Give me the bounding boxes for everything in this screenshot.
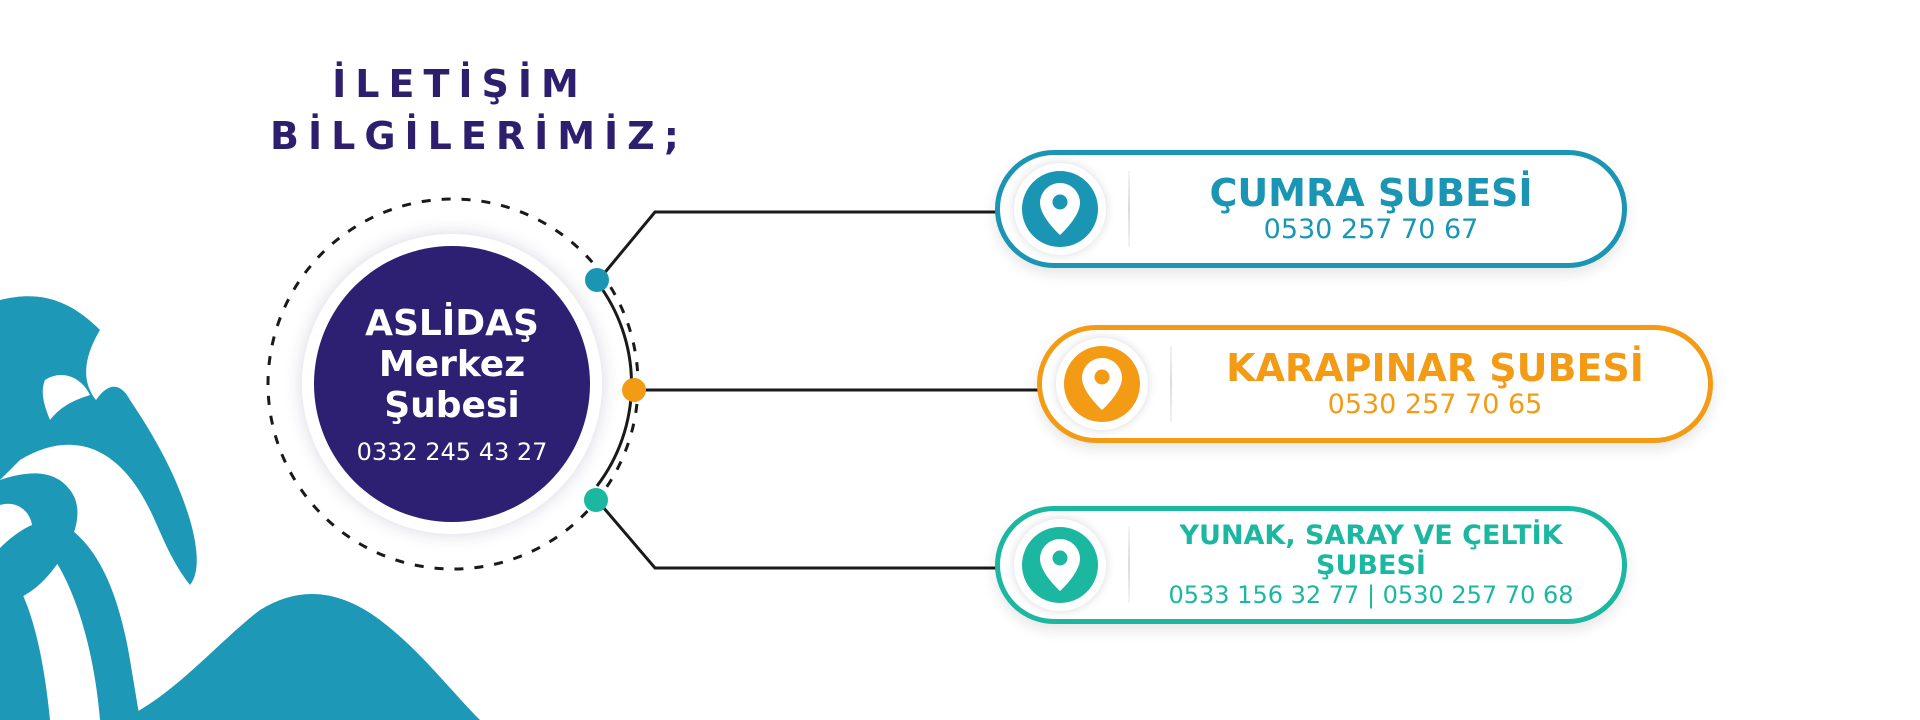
pin-circle [1064,346,1140,422]
pin-badge [1014,519,1106,611]
dot-karapinar [622,378,646,402]
branch-title: KARAPINAR ŞUBESİ [1226,346,1644,390]
main-branch-badge: ASLİDAŞ Merkez Şubesi 0332 245 43 27 [302,234,602,534]
branch-card-yunak: YUNAK, SARAY VE ÇELTİK ŞUBESİ 0533 156 3… [995,506,1627,624]
branch-card-cumra: ÇUMRA ŞUBESİ 0530 257 70 67 [995,150,1627,268]
branch-title: ÇUMRA ŞUBESİ [1209,171,1533,215]
branch-title: YUNAK, SARAY VE ÇELTİK ŞUBESİ [1179,520,1563,581]
main-branch-name-line-3: Şubesi [384,384,520,426]
main-branch-phone: 0332 245 43 27 [356,437,548,466]
connector-yunak [595,499,1000,570]
main-branch-name-line-1: ASLİDAŞ [365,302,539,344]
branch-phone: 0530 257 70 67 [1263,214,1479,245]
branch-text: KARAPINAR ŞUBESİ 0530 257 70 65 [1182,330,1688,438]
section-heading: İLETİŞİM BİLGİLERİMİZ; [270,58,688,162]
location-pin-icon [1040,539,1080,591]
pin-badge [1056,338,1148,430]
heading-line-2: BİLGİLERİMİZ; [270,114,688,158]
branch-text: ÇUMRA ŞUBESİ 0530 257 70 67 [1140,155,1602,263]
pin-circle [1022,171,1098,247]
pin-circle [1022,527,1098,603]
branch-phone: 0533 156 32 77 | 0530 257 70 68 [1168,581,1574,609]
heading-line-1: İLETİŞİM [332,62,588,106]
branch-card-karapinar: KARAPINAR ŞUBESİ 0530 257 70 65 [1037,325,1713,443]
card-divider [1128,171,1130,247]
dot-yunak [584,488,608,512]
branch-text: YUNAK, SARAY VE ÇELTİK ŞUBESİ 0533 156 3… [1140,511,1602,619]
card-divider [1128,527,1130,603]
location-pin-icon [1040,183,1080,235]
connector-cumra [595,210,1000,283]
location-pin-icon [1082,358,1122,410]
card-divider [1170,346,1172,422]
dot-cumra [585,268,609,292]
main-branch-name-line-2: Merkez [378,343,526,385]
pin-badge [1014,163,1106,255]
main-branch-inner: ASLİDAŞ Merkez Şubesi 0332 245 43 27 [314,246,590,522]
decorative-ornament [0,296,480,720]
branch-phone: 0530 257 70 65 [1327,389,1543,420]
